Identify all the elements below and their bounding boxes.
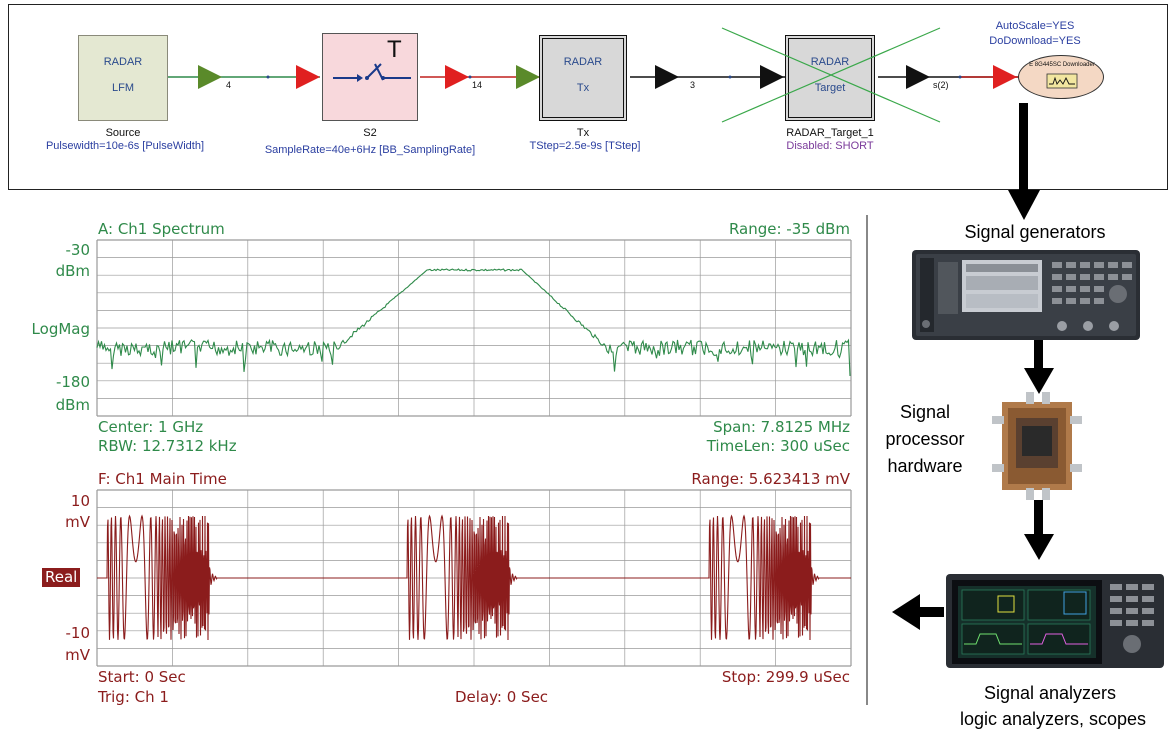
- spectrum-y-top: -30: [65, 241, 91, 259]
- target-name: RADAR_Target_1: [786, 127, 874, 139]
- spectrum-center: Center: 1 GHz: [98, 418, 204, 436]
- time-trig: Trig: Ch 1: [98, 688, 169, 706]
- schematic-wires: [168, 65, 1020, 89]
- time-stop: Stop: 299.9 uSec: [721, 668, 850, 686]
- spectrum-range: Range: -35 dBm: [728, 220, 850, 238]
- port-arrow-green: [516, 65, 540, 89]
- port-arrow-red: [445, 65, 469, 89]
- analyzers-label-1: Signal analyzers: [983, 683, 1117, 703]
- time-y-top-unit: mV: [65, 513, 90, 531]
- port-label: s(2): [933, 80, 949, 90]
- time-delay: Delay: 0 Sec: [455, 688, 549, 706]
- processor-board-image: [992, 392, 1082, 500]
- time-y-bottom-unit: mV: [65, 646, 90, 664]
- time-y-mid: Real: [42, 568, 81, 587]
- signal-generator-instrument: [912, 250, 1140, 340]
- tx-block[interactable]: RADAR Tx: [539, 35, 627, 121]
- time-range: Range: 5.623413 mV: [691, 470, 850, 488]
- time-y-bottom: -10: [65, 624, 91, 642]
- spectrum-y-top-unit: dBm: [55, 262, 90, 280]
- downloader-param-autoscale: AutoScale=YES: [995, 20, 1075, 32]
- spectrum-y-bottom: -180: [55, 373, 90, 391]
- spectrum-title: A: Ch1 Spectrum: [98, 220, 225, 238]
- port-arrow-red: [296, 65, 320, 89]
- port-arrow-black: [760, 65, 784, 89]
- spectrum-y-mid: LogMag: [31, 320, 90, 338]
- port-arrow-black: [655, 65, 679, 89]
- time-y-top: 10: [70, 492, 90, 510]
- source-param: Pulsewidth=10e-6s [PulseWidth]: [45, 140, 205, 152]
- signal-analyzer-instrument: [946, 574, 1164, 668]
- tx-line2: Tx: [576, 82, 590, 94]
- port-arrow-black: [906, 65, 930, 89]
- time-title: F: Ch1 Main Time: [98, 470, 227, 488]
- spectrum-trace: [96, 268, 851, 377]
- port-label: 14: [472, 80, 483, 90]
- port-arrow-green: [198, 65, 222, 89]
- s2-name: S2: [363, 127, 377, 139]
- target-line2: Target: [814, 82, 846, 94]
- spectrum-span: Span: 7.8125 MHz: [713, 418, 850, 436]
- target-status: Disabled: SHORT: [786, 140, 874, 152]
- s2-block[interactable]: T: [322, 33, 418, 121]
- target-block[interactable]: RADAR Target: [785, 35, 875, 121]
- analyzers-label-2: logic analyzers, scopes: [959, 709, 1147, 729]
- waveform-icon: [1046, 73, 1078, 89]
- switch-label: T: [387, 36, 402, 63]
- processor-label-3: hardware: [887, 456, 963, 476]
- source-line1: RADAR: [103, 56, 143, 68]
- tx-line1: RADAR: [563, 56, 603, 68]
- time-start: Start: 0 Sec: [98, 668, 186, 686]
- port-label: 4: [226, 80, 232, 90]
- time-plot: [96, 489, 852, 667]
- spectrum-rbw: RBW: 12.7312 kHz: [98, 437, 237, 455]
- disabled-cross: [721, 27, 941, 123]
- processor-label-2: processor: [885, 429, 965, 449]
- tx-name: Tx: [576, 127, 590, 139]
- downloader-param-download: DoDownload=YES: [989, 35, 1081, 47]
- spectrum-y-bottom-unit: dBm: [55, 396, 90, 414]
- spectrum-grid: [96, 239, 852, 417]
- processor-label-1: Signal: [899, 402, 951, 422]
- signal-generators-label: Signal generators: [964, 222, 1106, 242]
- tx-param: TStep=2.5e-9s [TStep]: [529, 140, 641, 152]
- source-block[interactable]: RADAR LFM: [78, 35, 168, 121]
- panel-divider: [866, 215, 868, 705]
- downloader-block[interactable]: E 8G445SC Downloader: [1018, 55, 1104, 99]
- source-line2: LFM: [112, 82, 134, 94]
- switch-icon: [333, 63, 411, 82]
- target-line1: RADAR: [810, 56, 850, 68]
- time-trace: [97, 514, 851, 641]
- spectrum-plot: [96, 239, 852, 417]
- spectrum-timelen: TimeLen: 300 uSec: [706, 437, 850, 455]
- port-arrow-red: [993, 65, 1017, 89]
- s2-param: SampleRate=40e+6Hz [BB_SamplingRate]: [264, 144, 476, 156]
- port-label: 3: [690, 80, 696, 90]
- downloader-label: E 8G445SC Downloader: [1029, 62, 1095, 68]
- source-name: Source: [105, 127, 141, 139]
